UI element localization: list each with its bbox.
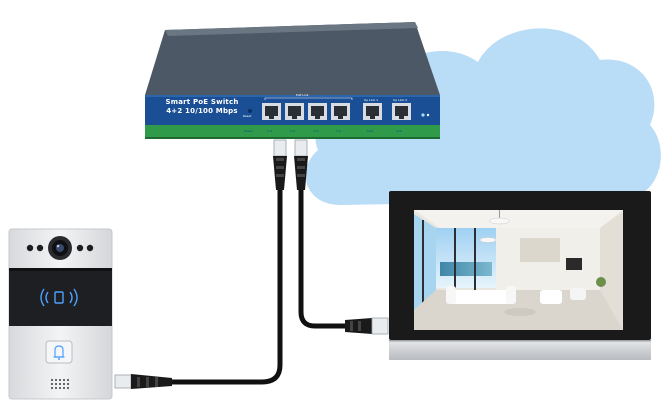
rj45-plug-left xyxy=(273,139,287,190)
uplink-port-2[interactable] xyxy=(392,103,411,120)
rj45-plug-monitor xyxy=(345,317,389,335)
bell-icon xyxy=(53,345,65,360)
port-label-3: 1-4 xyxy=(313,129,318,133)
power-led xyxy=(421,113,425,117)
cable-switch-to-doorbell xyxy=(169,187,283,385)
poe-port-2[interactable] xyxy=(285,103,304,120)
speaker-grille xyxy=(51,379,69,389)
rj45-plug-right xyxy=(294,139,308,190)
switch-title: Smart PoE Switch 4+2 10/100 Mbps xyxy=(164,98,240,116)
rfid-card-icon xyxy=(40,288,78,307)
reset-button[interactable] xyxy=(248,109,252,113)
switch-title-line2: 4+2 10/100 Mbps xyxy=(166,107,238,115)
uplink1-label: Up Link 1 xyxy=(364,98,379,102)
power-label: Power xyxy=(244,129,254,133)
switch-title-line1: Smart PoE Switch xyxy=(165,98,239,106)
port-label-4: 1-4 xyxy=(336,129,341,133)
cable-switch-to-monitor xyxy=(298,187,348,329)
port-label-2: 1-4 xyxy=(290,129,295,133)
poe-port-3[interactable] xyxy=(308,103,327,120)
poe-link-label: PoE Link xyxy=(296,93,309,97)
port-label-5: Link xyxy=(367,129,374,133)
uplink-port-1[interactable] xyxy=(363,103,382,120)
door-station xyxy=(8,228,113,400)
poe-switch xyxy=(145,22,440,139)
monitor-screen xyxy=(414,210,623,330)
uplink2-label: Up Link 2 xyxy=(393,98,408,102)
rj45-plug-doorbell xyxy=(114,374,172,389)
port-label-1: 1-4 xyxy=(267,129,272,133)
indoor-monitor xyxy=(389,191,651,360)
poe-port-1[interactable] xyxy=(262,103,281,120)
poe-port-4[interactable] xyxy=(331,103,350,120)
call-button[interactable] xyxy=(45,340,73,364)
reset-label: Reset xyxy=(243,114,252,118)
port-label-6: Link xyxy=(396,129,403,133)
camera-icon xyxy=(48,236,72,260)
